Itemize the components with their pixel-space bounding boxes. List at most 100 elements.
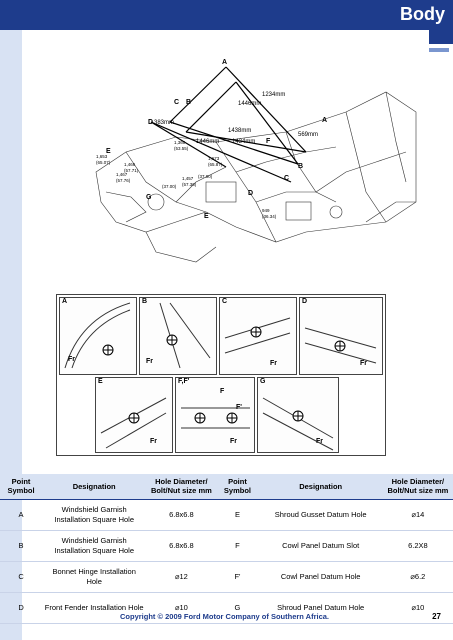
detail-panel-b: B Fr — [139, 297, 217, 375]
small-value: (37.00) — [162, 184, 177, 189]
dim-1434mm: 1434mm — [232, 139, 255, 145]
cell: F' — [216, 561, 259, 593]
fr-arrow-label: Fr — [360, 360, 367, 367]
cell: G — [216, 592, 259, 624]
point-label-a-right: A — [322, 117, 327, 124]
detail-label-b: B — [142, 298, 148, 305]
cell: Windshield Garnish Installation Square H… — [42, 530, 147, 562]
point-label-b: B — [186, 99, 191, 106]
detail-panel-g: G Fr — [257, 377, 339, 453]
cell: F — [216, 530, 259, 562]
cell: Shroud Panel Datum Hole — [258, 592, 383, 624]
cell: B — [0, 530, 43, 562]
small-value: 949 — [262, 208, 270, 213]
point-label-b-right: B — [298, 163, 303, 170]
cell: ⌀6.2 — [382, 561, 453, 593]
detail-panel-e: E Fr — [95, 377, 173, 453]
table-row: B Windshield Garnish Installation Square… — [0, 530, 453, 562]
fr-arrow-label: Fr — [150, 438, 157, 445]
small-value: 1,466 — [124, 162, 136, 167]
detail-drawing-c — [224, 317, 291, 354]
cell: ⌀12 — [146, 561, 217, 593]
table-header-row: Point Symbol Designation Hole Diameter/ … — [0, 474, 453, 500]
cell: 6.8x6.8 — [146, 530, 217, 562]
cell: E — [216, 499, 259, 531]
point-label-g: G — [146, 194, 152, 201]
cell: A — [0, 499, 43, 531]
dim-1234mm: 1234mm — [262, 92, 285, 98]
dim-383mm: 383mm — [154, 120, 174, 126]
col-hole-diameter-2: Hole Diameter/ Bolt/Nut size mm — [382, 474, 453, 500]
cell: ⌀10 — [146, 592, 217, 624]
col-designation: Designation — [42, 474, 147, 500]
small-value: 1,653 — [96, 154, 108, 159]
fr-arrow-label: Fr — [146, 358, 153, 365]
dim-1446mm: 1446mm — [196, 139, 219, 145]
cell: Front Fender Installation Hole — [42, 592, 147, 624]
cell: 6.2X8 — [382, 530, 453, 562]
point-label-d-right: D — [248, 190, 253, 197]
cell: Cowl Panel Datum Slot — [258, 530, 383, 562]
small-value: 1,467 — [116, 172, 128, 177]
point-label-c-right: C — [284, 175, 289, 182]
small-value: (57.76) — [116, 178, 131, 183]
point-label-e-bottom: E — [204, 213, 209, 220]
detail-panel-d: D Fr — [299, 297, 383, 375]
page-number: 27 — [432, 612, 441, 621]
cell: ⌀10 — [382, 592, 453, 624]
point-label-f: F — [266, 138, 271, 145]
detail-panels: A Fr B Fr C Fr D Fr E Fr F,F' F F' Fr G … — [56, 294, 386, 456]
point-label-d: D — [148, 119, 153, 126]
fr-arrow-label: Fr — [270, 360, 277, 367]
small-value: (53.55) — [174, 146, 189, 151]
cell: 6.8x6.8 — [146, 499, 217, 531]
small-value: (36.34) — [262, 214, 277, 219]
detail-drawing-g — [262, 397, 334, 451]
detail-panel-a: A Fr — [59, 297, 137, 375]
detail-drawing-d — [304, 327, 377, 364]
detail-drawing-e — [100, 397, 167, 449]
small-value: (65.87) — [208, 162, 223, 167]
table-row: C Bonnet Hinge Installation Hole ⌀12 F' … — [0, 561, 453, 593]
dim-569mm: 569mm — [298, 132, 318, 138]
cell: Windshield Garnish Installation Square H… — [42, 499, 147, 531]
small-value: 1,457 — [182, 176, 194, 181]
fr-arrow-label: Fr — [316, 438, 323, 445]
dim-1446mm-top: 1446mm — [238, 101, 261, 107]
col-hole-diameter: Hole Diameter/ Bolt/Nut size mm — [146, 474, 217, 500]
detail-panel-c: C Fr — [219, 297, 297, 375]
detail-label-c: C — [222, 298, 228, 305]
fr-arrow-label: Fr — [68, 356, 75, 363]
datum-point-table: Point Symbol Designation Hole Diameter/ … — [0, 474, 453, 624]
cell: C — [0, 561, 43, 593]
point-label-c: C — [174, 99, 179, 106]
detail-label-d: D — [302, 298, 308, 305]
col-point-symbol: Point Symbol — [0, 474, 43, 500]
small-value: (57.71) — [124, 168, 139, 173]
callout-f-prime: F' — [236, 404, 242, 411]
table-row: D Front Fender Installation Hole ⌀10 G S… — [0, 592, 453, 624]
cell: Shroud Gusset Datum Hole — [258, 499, 383, 531]
small-value: (57.36) — [182, 182, 197, 187]
col-designation-2: Designation — [258, 474, 383, 500]
small-value: (65.07) — [96, 160, 111, 165]
table-row: A Windshield Garnish Installation Square… — [0, 499, 453, 531]
detail-panel-f: F,F' F F' Fr — [175, 377, 255, 453]
detail-label-g: G — [260, 378, 266, 385]
callout-f: F — [220, 388, 225, 395]
header-accent-block — [429, 30, 453, 44]
col-point-symbol-2: Point Symbol — [216, 474, 259, 500]
section-title: Body — [400, 4, 445, 24]
small-value: 1,673 — [208, 156, 220, 161]
cell: ⌀14 — [382, 499, 453, 531]
small-value: 1,360 — [174, 140, 186, 145]
detail-label-f: F,F' — [178, 378, 190, 385]
detail-drawing-a — [64, 302, 131, 369]
detail-drawing-b — [159, 302, 211, 369]
fr-arrow-label: Fr — [230, 438, 237, 445]
copyright-text: Copyright © 2009 Ford Motor Company of S… — [120, 612, 330, 621]
point-label-a-top: A — [222, 59, 227, 66]
dim-1438mm: 1438mm — [228, 128, 251, 134]
cell: Bonnet Hinge Installation Hole — [42, 561, 147, 593]
small-value: (37.00) — [198, 174, 213, 179]
